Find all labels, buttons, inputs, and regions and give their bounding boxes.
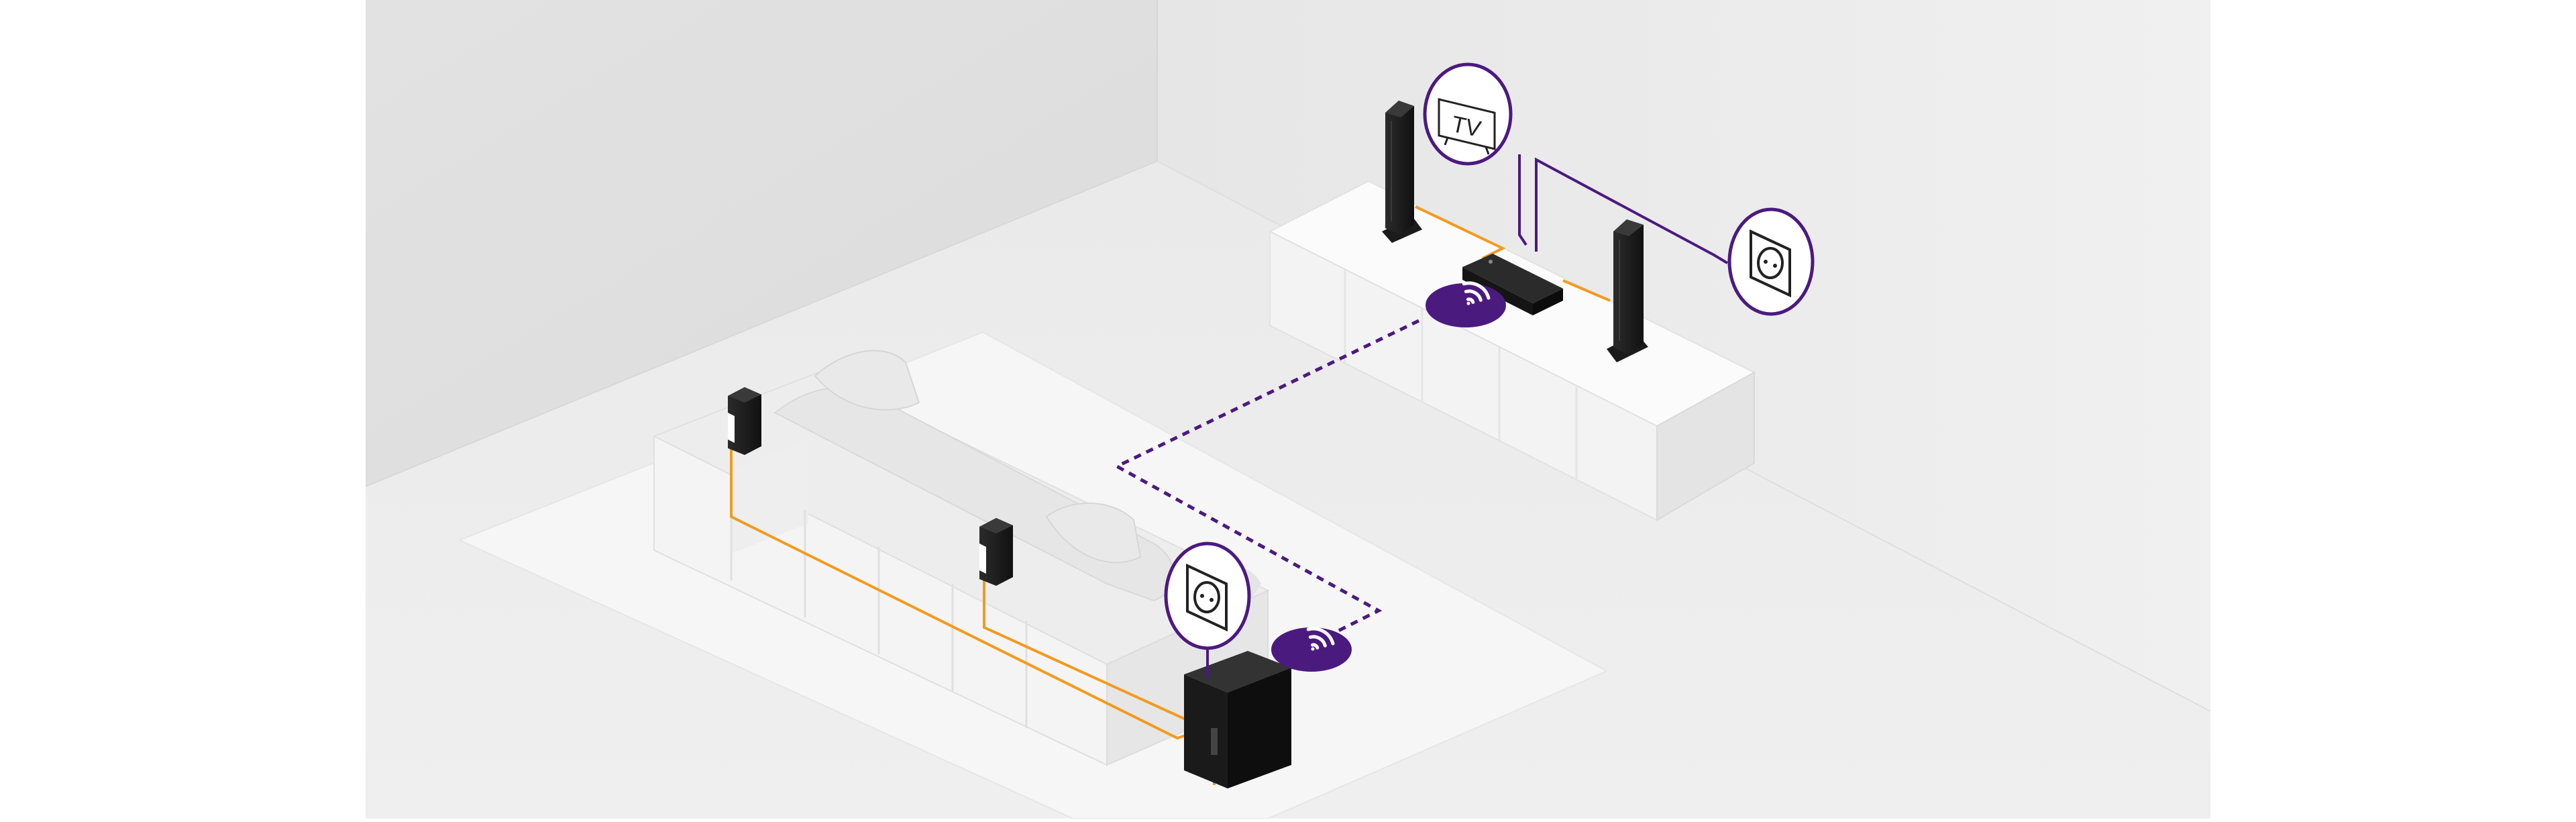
wireless-badge-sofa: [1271, 627, 1352, 672]
left-wall: [366, 0, 1157, 486]
wireless-link: [1113, 319, 1420, 633]
outlet-callout-sofa: [1164, 542, 1251, 678]
hdmi-cable: [1518, 154, 1527, 246]
soundbar-hub: [1462, 254, 1563, 315]
tv-icon-label: TV: [1450, 111, 1484, 142]
power-cable: [1535, 157, 1729, 264]
wireless-badge-tv: [1426, 281, 1506, 327]
front-speaker-cables: [1415, 205, 1611, 302]
wireless-signal-icon: [1462, 281, 1491, 305]
speaker-cable: [983, 567, 1198, 726]
wireless-signal-icon: [1306, 627, 1335, 651]
rear-left-speaker: [728, 387, 761, 455]
subwoofer: [1184, 651, 1291, 788]
speaker-cable: [1562, 279, 1611, 302]
tv-icon: TV: [1438, 98, 1496, 155]
speaker-cable: [1415, 205, 1506, 260]
outlet-callout-tv: [1727, 207, 1815, 316]
speaker-cable: [730, 440, 1188, 740]
front-left-speaker: [1382, 101, 1422, 243]
cushion: [1045, 502, 1142, 564]
front-right-speaker: [1607, 219, 1648, 362]
wireless-link-path: [1113, 319, 1420, 633]
rear-right-speaker: [979, 518, 1013, 586]
tv-callout: TV: [1423, 62, 1513, 166]
power-outlet-icon: [1186, 563, 1228, 632]
power-outlet-icon: [1750, 229, 1791, 298]
cushion: [814, 350, 920, 411]
soundbar-cables: [1518, 154, 1729, 264]
